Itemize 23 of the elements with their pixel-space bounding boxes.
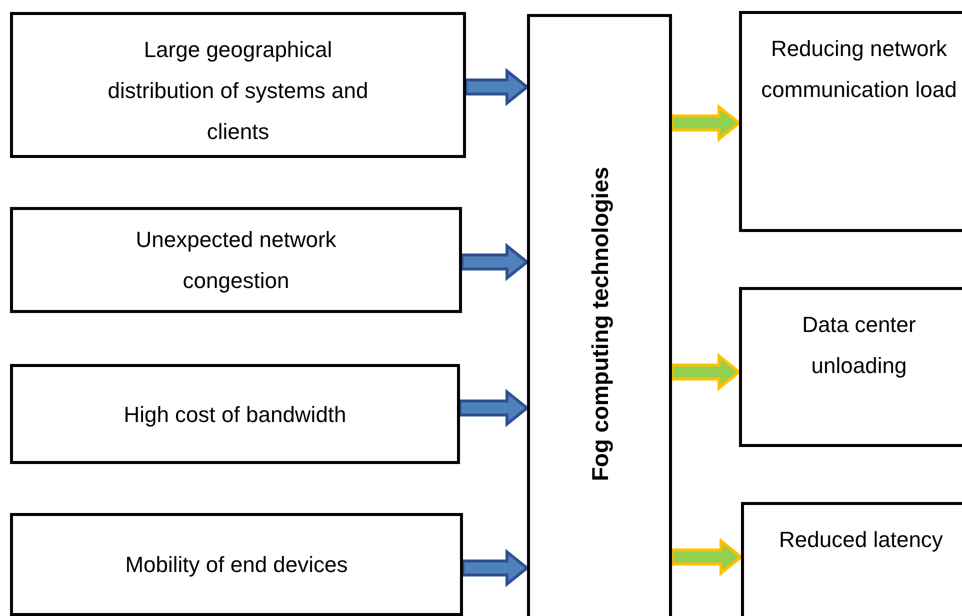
block-arrow <box>458 388 530 428</box>
box-text: Reduced latency <box>779 526 943 554</box>
text-box <box>10 513 463 616</box>
text-box <box>741 502 962 616</box>
box-text: Large geographical distribution of systems and clients <box>106 36 370 146</box>
text-box <box>10 364 460 464</box>
box-text: Data center unloading <box>801 311 917 380</box>
block-arrow <box>670 352 742 392</box>
block-arrow <box>670 538 744 576</box>
text-box <box>10 207 462 313</box>
text-box <box>527 14 672 616</box>
block-arrow <box>670 104 742 142</box>
box-text: High cost of bandwidth <box>124 400 346 429</box>
box-text: Reducing network communication load <box>760 35 958 104</box>
box-text: Unexpected network congestion <box>134 226 338 295</box>
box-title: Fog computing technologies <box>586 166 614 484</box>
block-arrow <box>462 548 530 588</box>
text-box <box>739 11 962 232</box>
text-box <box>739 287 962 447</box>
block-arrow <box>460 242 530 282</box>
block-arrow <box>464 68 530 106</box>
box-text: Mobility of end devices <box>125 551 348 579</box>
text-box <box>10 12 466 158</box>
